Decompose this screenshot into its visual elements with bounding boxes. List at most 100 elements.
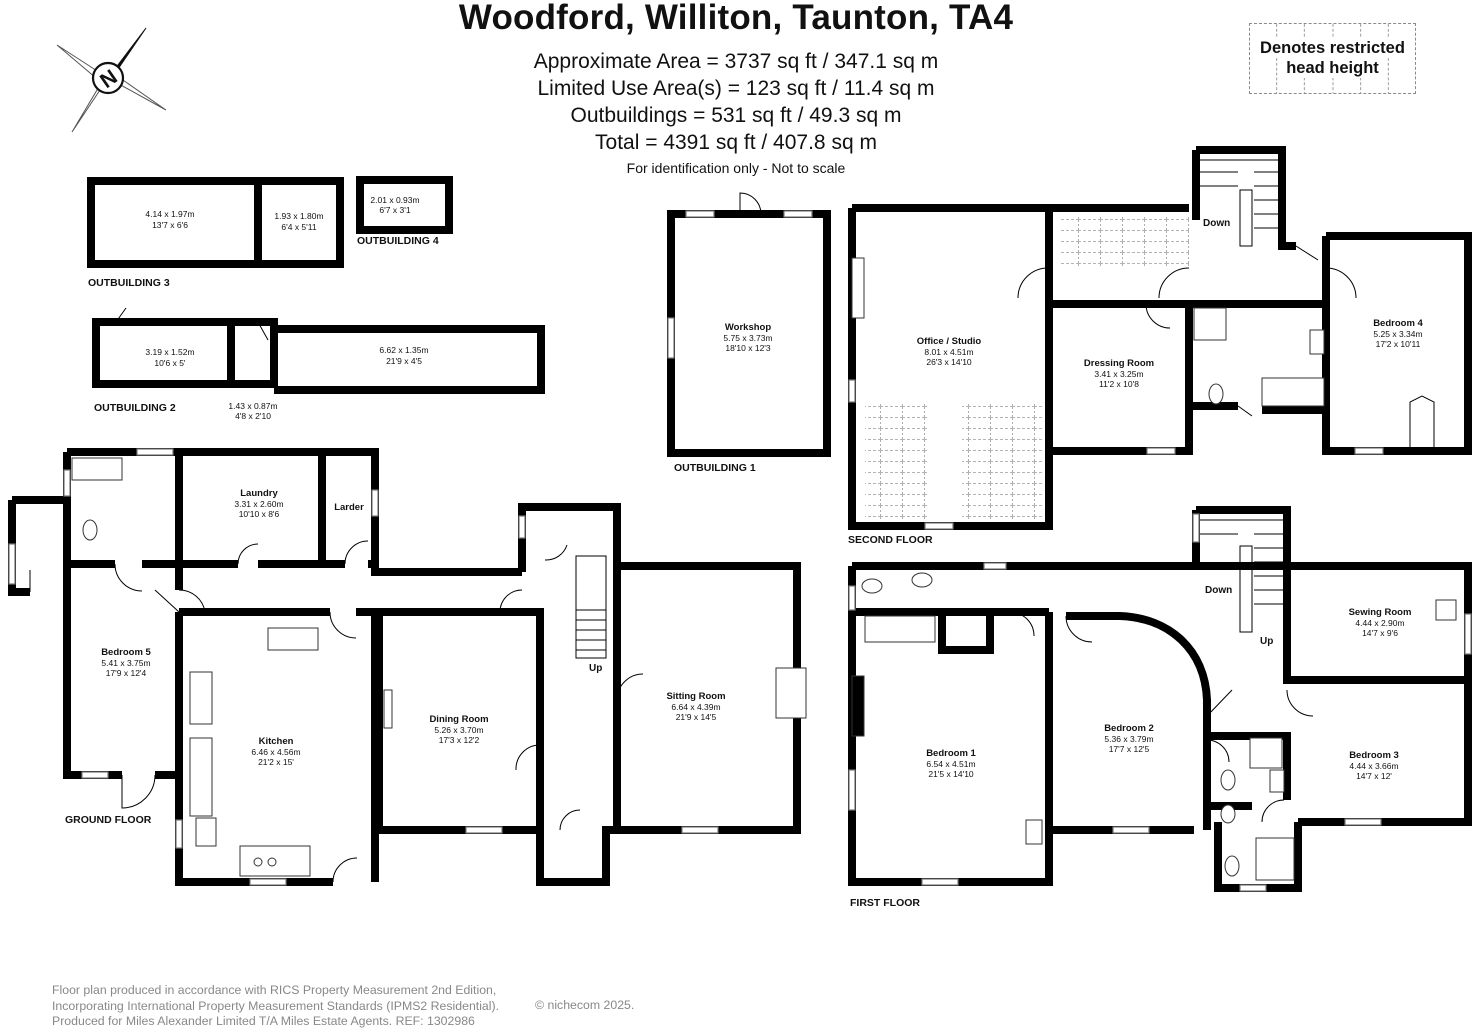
staircases xyxy=(575,159,1284,659)
room-name-office: Office / Studio xyxy=(917,336,982,347)
floor-label-first: FIRST FLOOR xyxy=(850,897,920,909)
room-imperial-sitting: 21'9 x 14'5 xyxy=(676,712,717,722)
room-metric-bedroom-4: 5.25 x 3.34m xyxy=(1373,329,1422,339)
sink-icon xyxy=(195,817,217,847)
basin-icon xyxy=(1435,599,1457,621)
shower-icon xyxy=(1255,837,1295,881)
shower-icon xyxy=(1249,737,1283,769)
first-floor-stair-treads xyxy=(1200,519,1284,605)
room-metric-sitting: 6.64 x 4.39m xyxy=(671,702,720,712)
room-metric-workshop: 5.75 x 3.73m xyxy=(723,333,772,343)
stair-label-second-down: Down xyxy=(1203,218,1230,229)
restricted-head-height-legend: Denotes restricted head height xyxy=(1249,23,1416,94)
room-name-dining: Dining Room xyxy=(429,714,488,725)
copyright: © nichecom 2025. xyxy=(535,998,635,1012)
hob-icon xyxy=(189,671,213,725)
room-imperial-ob2c: 4'8 x 2'10 xyxy=(235,411,271,421)
room-name-workshop: Workshop xyxy=(725,322,771,333)
room-imperial-ob3b: 6'4 x 5'11 xyxy=(281,222,316,232)
limited-use-area: Limited Use Area(s) = 123 sq ft / 11.4 s… xyxy=(537,77,935,100)
room-name-dressing: Dressing Room xyxy=(1084,358,1154,369)
room-imperial-office: 26'3 x 14'10 xyxy=(926,357,972,367)
floor-label-outbuilding-1: OUTBUILDING 1 xyxy=(674,462,756,474)
shower-icon xyxy=(1193,307,1227,341)
toilet-icon xyxy=(861,578,883,594)
room-metric-dining: 5.26 x 3.70m xyxy=(434,725,483,735)
room-name-bedroom-3: Bedroom 3 xyxy=(1349,750,1399,761)
chimney-breast xyxy=(267,627,319,651)
room-imperial-bedroom-1: 21'5 x 14'10 xyxy=(928,769,974,779)
room-metric-ob4: 2.01 x 0.93m xyxy=(370,195,419,205)
room-imperial-dining: 17'3 x 12'2 xyxy=(439,735,480,745)
bath-icon xyxy=(864,615,936,643)
room-metric-ob3a: 4.14 x 1.97m xyxy=(145,209,194,219)
chimney-breast xyxy=(851,675,865,737)
basin-icon xyxy=(911,572,933,588)
footer-line-2: Incorporating International Property Mea… xyxy=(52,998,500,1013)
room-metric-bedroom-1: 6.54 x 4.51m xyxy=(926,759,975,769)
plan-title: Woodford, Williton, Taunton, TA4 xyxy=(458,0,1014,37)
room-name-bedroom-2: Bedroom 2 xyxy=(1104,723,1154,734)
room-metric-ob2b: 6.62 x 1.35m xyxy=(379,345,428,355)
room-name-sitting: Sitting Room xyxy=(666,691,725,702)
room-imperial-bedroom-3: 14'7 x 12' xyxy=(1356,771,1392,781)
approximate-area: Approximate Area = 3737 sq ft / 347.1 sq… xyxy=(533,50,939,73)
room-imperial-ob2a: 10'6 x 5' xyxy=(154,358,186,368)
room-metric-office: 8.01 x 4.51m xyxy=(924,347,973,357)
footer-line-3: Produced for Miles Alexander Limited T/A… xyxy=(52,1014,475,1028)
room-name-larder: Larder xyxy=(334,502,364,513)
room-metric-ob3b: 1.93 x 1.80m xyxy=(274,211,323,221)
room-imperial-laundry: 10'10 x 8'6 xyxy=(239,509,280,519)
toilet-icon xyxy=(1208,383,1224,405)
room-imperial-ob2b: 21'9 x 4'5 xyxy=(386,356,422,366)
basin-icon xyxy=(1025,819,1043,845)
room-metric-dressing: 3.41 x 3.25m xyxy=(1094,369,1143,379)
room-name-kitchen: Kitchen xyxy=(259,736,294,747)
second-floor-stair-treads xyxy=(1200,159,1278,229)
bath-icon xyxy=(1261,377,1325,407)
room-metric-laundry: 3.31 x 2.60m xyxy=(234,499,283,509)
stair-label-ground-up: Up xyxy=(589,663,602,674)
room-name-bedroom-1: Bedroom 1 xyxy=(926,748,976,759)
room-imperial-sewing: 14'7 x 9'6 xyxy=(1362,628,1398,638)
toilet-icon xyxy=(82,519,98,541)
room-name-laundry: Laundry xyxy=(240,488,278,499)
room-name-bedroom-4: Bedroom 4 xyxy=(1373,318,1423,329)
room-metric-bedroom-5: 5.41 x 3.75m xyxy=(101,658,150,668)
room-imperial-ob4: 6'7 x 3'1 xyxy=(379,205,410,215)
room-imperial-kitchen: 21'2 x 15' xyxy=(258,757,294,767)
room-imperial-bedroom-2: 17'7 x 12'5 xyxy=(1109,744,1150,754)
floor-label-outbuilding-2: OUTBUILDING 2 xyxy=(94,402,176,414)
fixtures xyxy=(71,257,1457,881)
room-metric-kitchen: 6.46 x 4.56m xyxy=(251,747,300,757)
room-metric-sewing: 4.44 x 2.90m xyxy=(1355,618,1404,628)
identification-note: For identification only - Not to scale xyxy=(626,160,846,176)
room-metric-ob2c: 1.43 x 0.87m xyxy=(228,401,277,411)
legend-line-1: Denotes restricted xyxy=(1260,38,1405,58)
floor-label-ground: GROUND FLOOR xyxy=(65,814,152,826)
shower-icon xyxy=(71,457,123,481)
basin-icon xyxy=(1269,769,1285,793)
walls xyxy=(8,146,1472,892)
legend-line-2: head height xyxy=(1286,58,1379,78)
ground-floor-stair-treads xyxy=(575,555,607,659)
room-imperial-bedroom-5: 17'9 x 12'4 xyxy=(106,668,147,678)
restricted-area-office-right xyxy=(962,402,1042,520)
room-imperial-bedroom-4: 17'2 x 10'11 xyxy=(1376,339,1421,349)
floor-label-second: SECOND FLOOR xyxy=(848,534,933,546)
stair-label-first-up: Up xyxy=(1260,636,1273,647)
basin-icon xyxy=(1309,329,1325,355)
restricted-area-landing xyxy=(1059,215,1189,267)
footer-notes: Floor plan produced in accordance with R… xyxy=(52,983,499,1030)
room-imperial-ob3a: 13'7 x 6'6 xyxy=(152,220,188,230)
chimney-breast xyxy=(851,257,865,319)
room-metric-bedroom-2: 5.36 x 3.79m xyxy=(1104,734,1153,744)
worktop xyxy=(189,737,213,817)
room-imperial-dressing: 11'2 x 10'8 xyxy=(1099,379,1139,389)
chimney-breast xyxy=(383,689,393,729)
toilet-icon xyxy=(1220,804,1236,824)
total-area: Total = 4391 sq ft / 407.8 sq m xyxy=(595,131,877,154)
floor-label-outbuilding-3: OUTBUILDING 3 xyxy=(88,277,170,289)
door-swings xyxy=(29,192,1435,883)
toilet-icon xyxy=(1224,855,1240,877)
